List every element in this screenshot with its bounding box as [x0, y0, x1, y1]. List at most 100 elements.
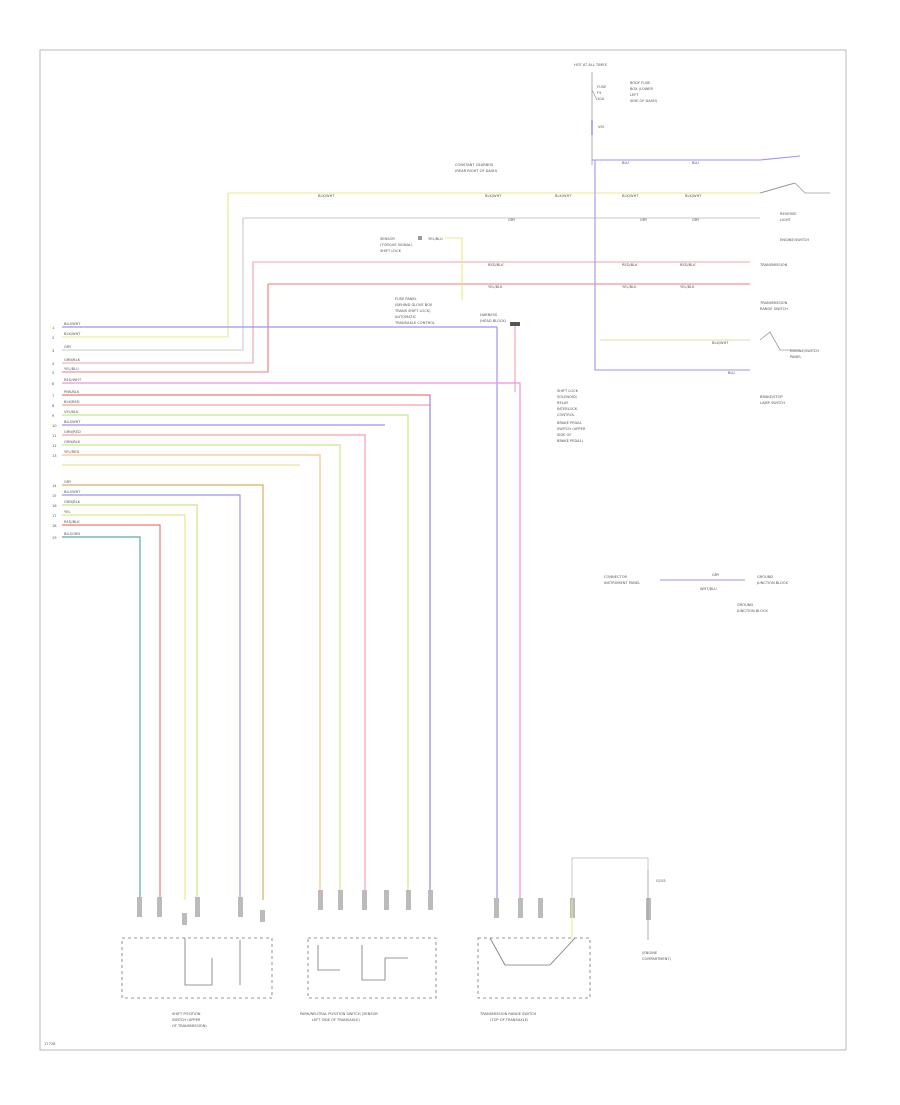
svg-text:GROUND: GROUND [737, 603, 753, 607]
svg-text:14: 14 [52, 484, 57, 488]
svg-text:TRANSMISSION RANGE SWITCH: TRANSMISSION RANGE SWITCH [479, 1012, 537, 1016]
svg-text:GRN/BLK: GRN/BLK [64, 358, 81, 362]
svg-text:LIGHT: LIGHT [780, 218, 792, 222]
svg-text:10: 10 [52, 424, 57, 428]
bus-codes: BLK/WHT BLK/WHT BLK/WHT BLK/WHT BLK/WHT … [318, 161, 735, 375]
indicator-connector: CONNECTOR INSTRUMENT PANEL GRY WHT/BLU G… [604, 573, 788, 613]
svg-text:WHT/BLU: WHT/BLU [700, 587, 717, 591]
svg-text:GRY: GRY [508, 218, 516, 222]
svg-text:(BEHIND GLOVE BOX: (BEHIND GLOVE BOX [395, 303, 433, 307]
svg-text:3: 3 [52, 349, 54, 353]
sensor-connector: SENSOR (TORQUE SIGNAL) SHIFT LOCK YEL/BL… [380, 236, 463, 300]
svg-text:13: 13 [52, 454, 57, 458]
svg-text:RED/BLK: RED/BLK [488, 263, 504, 267]
fuse-box-line4: SIDE OF DASH) [630, 99, 658, 103]
svg-text:BLU/WHT: BLU/WHT [64, 420, 81, 424]
svg-text:YEL/BLK: YEL/BLK [488, 285, 503, 289]
svg-text:BLU: BLU [692, 161, 699, 165]
svg-text:SWITCH (UPPER: SWITCH (UPPER [557, 427, 586, 431]
svg-text:(ENGINE: (ENGINE [642, 951, 658, 955]
svg-text:PARK/NEUTRAL POSITION SWITCH (: PARK/NEUTRAL POSITION SWITCH (SENSOR [300, 1012, 378, 1016]
svg-text:JUNCTION BLOCK: JUNCTION BLOCK [756, 581, 788, 585]
svg-text:4: 4 [52, 362, 55, 366]
harness-wires-2 [62, 484, 264, 900]
svg-text:CONNECTOR: CONNECTOR [604, 575, 628, 579]
svg-text:17: 17 [52, 514, 57, 518]
hot-label: HOT AT ALL TIMES [574, 63, 608, 67]
svg-text:RED/BLK: RED/BLK [680, 263, 696, 267]
svg-text:HARNESS: HARNESS [480, 313, 498, 317]
svg-text:BLK/RED: BLK/RED [64, 400, 80, 404]
svg-text:BLK/WHT: BLK/WHT [555, 194, 572, 198]
power-feed: HOT AT ALL TIMES FUSE F5 10A BODY FUSE B… [574, 63, 658, 165]
svg-text:BLU/GRN: BLU/GRN [64, 532, 80, 536]
fuse-panel: FUSE PANEL (BEHIND GLOVE BOX TRANS SHIFT… [394, 297, 520, 392]
svg-text:YEL/BLK: YEL/BLK [622, 285, 637, 289]
svg-text:PANEL: PANEL [790, 355, 801, 359]
svg-text:TRANSMISSION: TRANSMISSION [759, 301, 788, 305]
svg-text:GRY: GRY [640, 218, 648, 222]
svg-text:18: 18 [52, 524, 57, 528]
svg-text:PNK/BLK: PNK/BLK [64, 390, 80, 394]
svg-text:(TORQUE SIGNAL): (TORQUE SIGNAL) [380, 243, 413, 247]
svg-text:GRN/RED: GRN/RED [64, 430, 81, 434]
svg-text:SHIFT POSITION: SHIFT POSITION [172, 1012, 201, 1016]
svg-text:YEL/RED: YEL/RED [64, 450, 79, 454]
bottom-components [121, 937, 591, 999]
page-code: 17728 [44, 1042, 56, 1046]
svg-text:YEL/BLU: YEL/BLU [64, 367, 79, 371]
svg-text:1: 1 [52, 326, 54, 330]
svg-text:INSTRUMENT PANEL: INSTRUMENT PANEL [604, 581, 640, 585]
svg-text:REVERSE: REVERSE [780, 212, 797, 216]
fuse-box-line1: BODY FUSE [630, 81, 651, 85]
svg-text:SENSOR: SENSOR [380, 237, 395, 241]
top-buses [228, 155, 801, 371]
svg-text:ENGINE/SWITCH: ENGINE/SWITCH [780, 238, 809, 242]
svg-text:BRAKE PEDAL): BRAKE PEDAL) [557, 439, 584, 443]
fuse-amp: 10A [597, 97, 605, 101]
diagram-border [39, 49, 847, 1051]
svg-text:BLK/WHT: BLK/WHT [622, 194, 639, 198]
svg-text:16: 16 [52, 504, 57, 508]
svg-text:2: 2 [52, 336, 54, 340]
svg-text:YEL/BLU: YEL/BLU [428, 237, 443, 241]
fuse-box-line2: BOX (LOWER [630, 87, 654, 91]
svg-text:15: 15 [52, 494, 57, 498]
svg-text:LEFT SIDE OF TRANSAXLE): LEFT SIDE OF TRANSAXLE) [312, 1018, 360, 1022]
svg-text:BLU: BLU [728, 371, 735, 375]
svg-text:RANGE SWITCH: RANGE SWITCH [760, 307, 788, 311]
svg-text:11: 11 [52, 434, 57, 438]
svg-text:BLK/WHT: BLK/WHT [712, 341, 729, 345]
fuse-label: FUSE [597, 85, 607, 89]
svg-text:INTERLOCK: INTERLOCK [557, 407, 578, 411]
harness-wires [62, 326, 521, 900]
svg-text:RED/WHT: RED/WHT [64, 378, 82, 382]
svg-text:9: 9 [52, 414, 55, 418]
svg-text:ENGINE/SWITCH: ENGINE/SWITCH [790, 349, 819, 353]
svg-text:5: 5 [52, 371, 54, 375]
svg-text:GROUND: GROUND [757, 575, 773, 579]
svg-text:JUNCTION BLOCK: JUNCTION BLOCK [736, 609, 768, 613]
ground-lead: G105 (ENGINE COMPARTMENT) [571, 857, 672, 961]
fuse-box-line3: LEFT [630, 93, 639, 97]
svg-text:G105: G105 [656, 879, 666, 883]
svg-text:BLK/WHT: BLK/WHT [318, 194, 335, 198]
svg-text:SOLENOID/: SOLENOID/ [557, 395, 578, 399]
svg-text:GRY: GRY [64, 480, 72, 484]
vertical-codes [137, 890, 575, 925]
svg-text:6: 6 [52, 382, 55, 386]
svg-text:GRY: GRY [712, 573, 720, 577]
svg-text:(TOP OF TRANSAXLE): (TOP OF TRANSAXLE) [490, 1018, 529, 1022]
main-box-line2: (REAR RIGHT OF DASH) [455, 169, 498, 173]
svg-text:TRANS SHIFT LOCK): TRANS SHIFT LOCK) [394, 309, 431, 313]
svg-text:BLK/WHT: BLK/WHT [685, 194, 702, 198]
svg-text:GRY: GRY [64, 345, 72, 349]
fuse-number: F5 [597, 91, 601, 95]
svg-text:GRN/BLK: GRN/BLK [64, 500, 81, 504]
svg-text:BLU/WHT: BLU/WHT [64, 322, 81, 326]
svg-text:TRANSAXLE CONTROL: TRANSAXLE CONTROL [394, 321, 435, 325]
feed-wire-code: VIO [598, 125, 605, 129]
bottom-labels: SHIFT POSITION SWITCH (UPPER OF TRANSMIS… [172, 1012, 537, 1028]
